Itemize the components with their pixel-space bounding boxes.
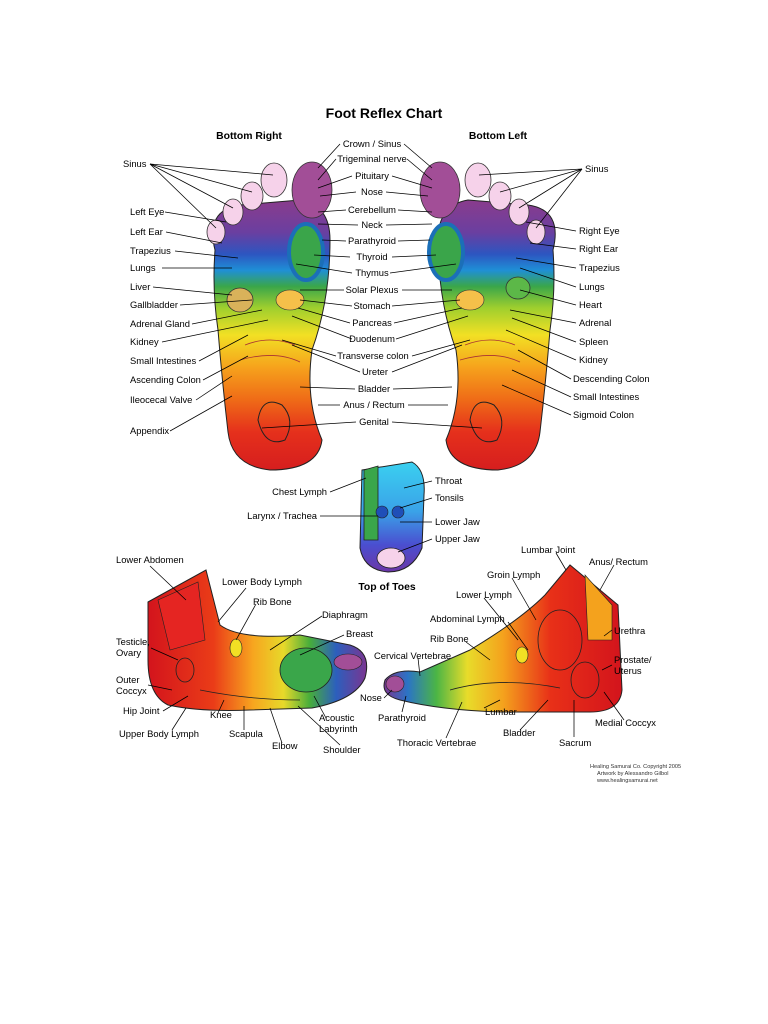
label-lower-abdomen: Lower Abdomen xyxy=(116,554,184,565)
label-elbow: Elbow xyxy=(272,740,298,751)
label-diaphragm: Diaphragm xyxy=(322,609,368,620)
label-transverse-colon: Transverse colon xyxy=(337,350,409,361)
label-hip-joint: Hip Joint xyxy=(123,705,160,716)
label-parathyroid: Parathyroid xyxy=(348,235,396,246)
label-uterus: Uterus xyxy=(614,665,642,676)
credit-line-2: Artwork by Alessandro Gilbol xyxy=(597,771,669,777)
label-rib-bone-inner: Rib Bone xyxy=(253,596,292,607)
label-shoulder: Shoulder xyxy=(323,744,361,755)
credit-line-3: www.healingsamurai.net xyxy=(596,778,658,784)
label-thoracic-vertebrae: Thoracic Vertebrae xyxy=(397,737,476,748)
label-lungs-right: Lungs xyxy=(579,281,605,292)
label-anus-rectum-side: Anus/ Rectum xyxy=(589,556,648,567)
inner-side-foot-illustration xyxy=(147,569,368,711)
label-sigmoid-colon: Sigmoid Colon xyxy=(573,409,634,420)
label-ovary: Ovary xyxy=(116,647,141,658)
label-lumbar-joint: Lumbar Joint xyxy=(521,544,576,555)
label-acoustic: Acoustic xyxy=(319,712,355,723)
label-appendix: Appendix xyxy=(130,425,169,436)
label-larynx-trachea: Larynx / Trachea xyxy=(247,510,318,521)
label-cerebellum: Cerebellum xyxy=(348,204,396,215)
label-kidney-right: Kidney xyxy=(579,354,608,365)
label-breast: Breast xyxy=(346,628,373,639)
label-spleen: Spleen xyxy=(579,336,608,347)
label-duodenum: Duodenum xyxy=(349,333,395,344)
label-urethra: Urethra xyxy=(614,625,646,636)
label-coccyx: Coccyx xyxy=(116,685,147,696)
label-testicle: Testicle, xyxy=(116,636,150,647)
label-pituitary: Pituitary xyxy=(355,170,389,181)
label-stomach: Stomach xyxy=(354,300,391,311)
label-heart: Heart xyxy=(579,299,602,310)
label-nose-side: Nose xyxy=(360,692,382,703)
label-upper-body-lymph: Upper Body Lymph xyxy=(119,728,199,739)
label-sacrum: Sacrum xyxy=(559,737,591,748)
label-trapezius-right: Trapezius xyxy=(579,262,620,273)
label-abdominal-lymph: Abdominal Lymph xyxy=(430,613,505,624)
label-adrenal: Adrenal xyxy=(579,317,611,328)
label-small-intestines-left: Small Intestines xyxy=(130,355,196,366)
label-adrenal-gland: Adrenal Gland xyxy=(130,318,190,329)
label-groin-lymph: Groin Lymph xyxy=(487,569,540,580)
label-outer: Outer xyxy=(116,674,139,685)
label-bladder: Bladder xyxy=(358,383,390,394)
label-lower-body-lymph: Lower Body Lymph xyxy=(222,576,302,587)
label-cervical-vertebrae: Cervical Vertebrae xyxy=(374,650,451,661)
label-throat: Throat xyxy=(435,475,462,486)
label-nose: Nose xyxy=(361,186,383,197)
label-rib-bone-outer: Rib Bone xyxy=(430,633,469,644)
leader-lines xyxy=(147,143,625,746)
top-of-toes-illustration xyxy=(359,461,425,573)
credit-line-1: Healing Samurai Co. Copyright 2005 xyxy=(590,764,681,770)
label-upper-jaw: Upper Jaw xyxy=(435,533,480,544)
label-gallbladder: Gallbladder xyxy=(130,299,178,310)
label-ileocecal-valve: Ileocecal Valve xyxy=(130,394,192,405)
label-thyroid: Thyroid xyxy=(356,251,387,262)
label-left-ear: Left Ear xyxy=(130,226,163,237)
label-trigeminal-nerve: Trigeminal nerve xyxy=(337,153,406,164)
label-parathyroid-side: Parathyroid xyxy=(378,712,426,723)
label-sinus-right: Sinus xyxy=(585,163,609,174)
label-left-eye: Left Eye xyxy=(130,206,164,217)
label-neck: Neck xyxy=(361,219,383,230)
label-chest-lymph: Chest Lymph xyxy=(272,486,327,497)
label-ureter: Ureter xyxy=(362,366,388,377)
label-solar-plexus: Solar Plexus xyxy=(346,284,399,295)
label-descending-colon: Descending Colon xyxy=(573,373,650,384)
label-thymus: Thymus xyxy=(355,267,389,278)
label-crown-sinus: Crown / Sinus xyxy=(343,138,402,149)
label-lower-jaw: Lower Jaw xyxy=(435,516,480,527)
label-tonsils: Tonsils xyxy=(435,492,464,503)
label-pancreas: Pancreas xyxy=(352,317,392,328)
left-sole-illustration xyxy=(419,161,556,471)
label-liver: Liver xyxy=(130,281,150,292)
label-small-intestines-right: Small Intestines xyxy=(573,391,639,402)
label-anus-rectum: Anus / Rectum xyxy=(343,399,405,410)
label-knee: Knee xyxy=(210,709,232,720)
outer-side-foot-illustration xyxy=(383,564,623,713)
heading-bottom-right: Bottom Right xyxy=(216,131,282,142)
label-lower-lymph: Lower Lymph xyxy=(456,589,512,600)
label-genital: Genital xyxy=(359,416,389,427)
label-right-ear: Right Ear xyxy=(579,243,618,254)
heading-top-of-toes: Top of Toes xyxy=(358,582,416,593)
right-sole-illustration xyxy=(206,161,333,471)
heading-bottom-left: Bottom Left xyxy=(469,131,528,142)
label-labyrinth: Labyrinth xyxy=(319,723,358,734)
label-trapezius-left: Trapezius xyxy=(130,245,171,256)
label-ascending-colon: Ascending Colon xyxy=(130,374,201,385)
label-lumbar: Lumbar xyxy=(485,706,517,717)
label-lungs-left: Lungs xyxy=(130,262,156,273)
label-right-eye: Right Eye xyxy=(579,225,620,236)
chart-title: Foot Reflex Chart xyxy=(326,105,443,121)
label-prostate: Prostate/ xyxy=(614,654,652,665)
label-bladder-side: Bladder xyxy=(503,727,535,738)
label-scapula: Scapula xyxy=(229,728,264,739)
label-sinus-left: Sinus xyxy=(123,158,147,169)
label-medial-coccyx: Medial Coccyx xyxy=(595,717,656,728)
label-kidney-left: Kidney xyxy=(130,336,159,347)
